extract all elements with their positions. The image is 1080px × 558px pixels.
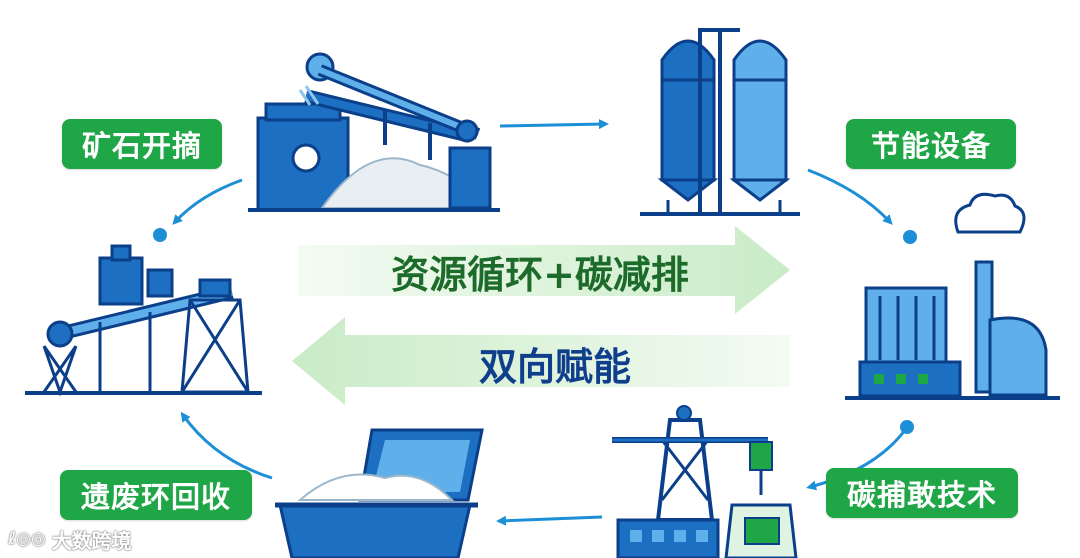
center-bottom-text: 双向赋能: [478, 344, 631, 389]
center-arrow-right: [298, 226, 790, 314]
watermark: ℓ◎◎ 大数跨境: [8, 524, 132, 554]
center-arrow-left: [292, 317, 790, 405]
label-waste-recycle: 遗废环回收: [60, 470, 252, 520]
center-top-text: 资源循环+碳减排: [391, 252, 689, 297]
label-mining: 矿石开摘: [62, 119, 222, 169]
arrow-mining-to-silo: [499, 119, 609, 130]
cycle-dots: [153, 228, 917, 434]
label-carbon-capture: 碳捕敢技术: [826, 468, 1018, 518]
conveyor-icon: [25, 244, 262, 397]
label-energy-saving: 节能设备: [846, 119, 1016, 169]
recycle-bin-icon: [275, 428, 484, 558]
silo-icon: [640, 28, 800, 216]
carbon-capture-plant-icon: [612, 405, 798, 558]
arrow-bin-to-conveyor: [180, 411, 273, 480]
mining-equipment-icon: [248, 52, 500, 212]
factory-icon: [845, 192, 1060, 400]
arrow-capture-to-bin: [496, 515, 603, 526]
arrow-silo-to-factory: [807, 168, 893, 225]
arrow-factory-to-capture: [806, 429, 907, 491]
watermark-text: 大数跨境: [51, 528, 132, 553]
arrow-conveyor-to-mining: [172, 178, 243, 225]
watermark-logo-icon: ℓ◎◎: [8, 529, 46, 549]
cycle-arrows: [172, 119, 907, 526]
